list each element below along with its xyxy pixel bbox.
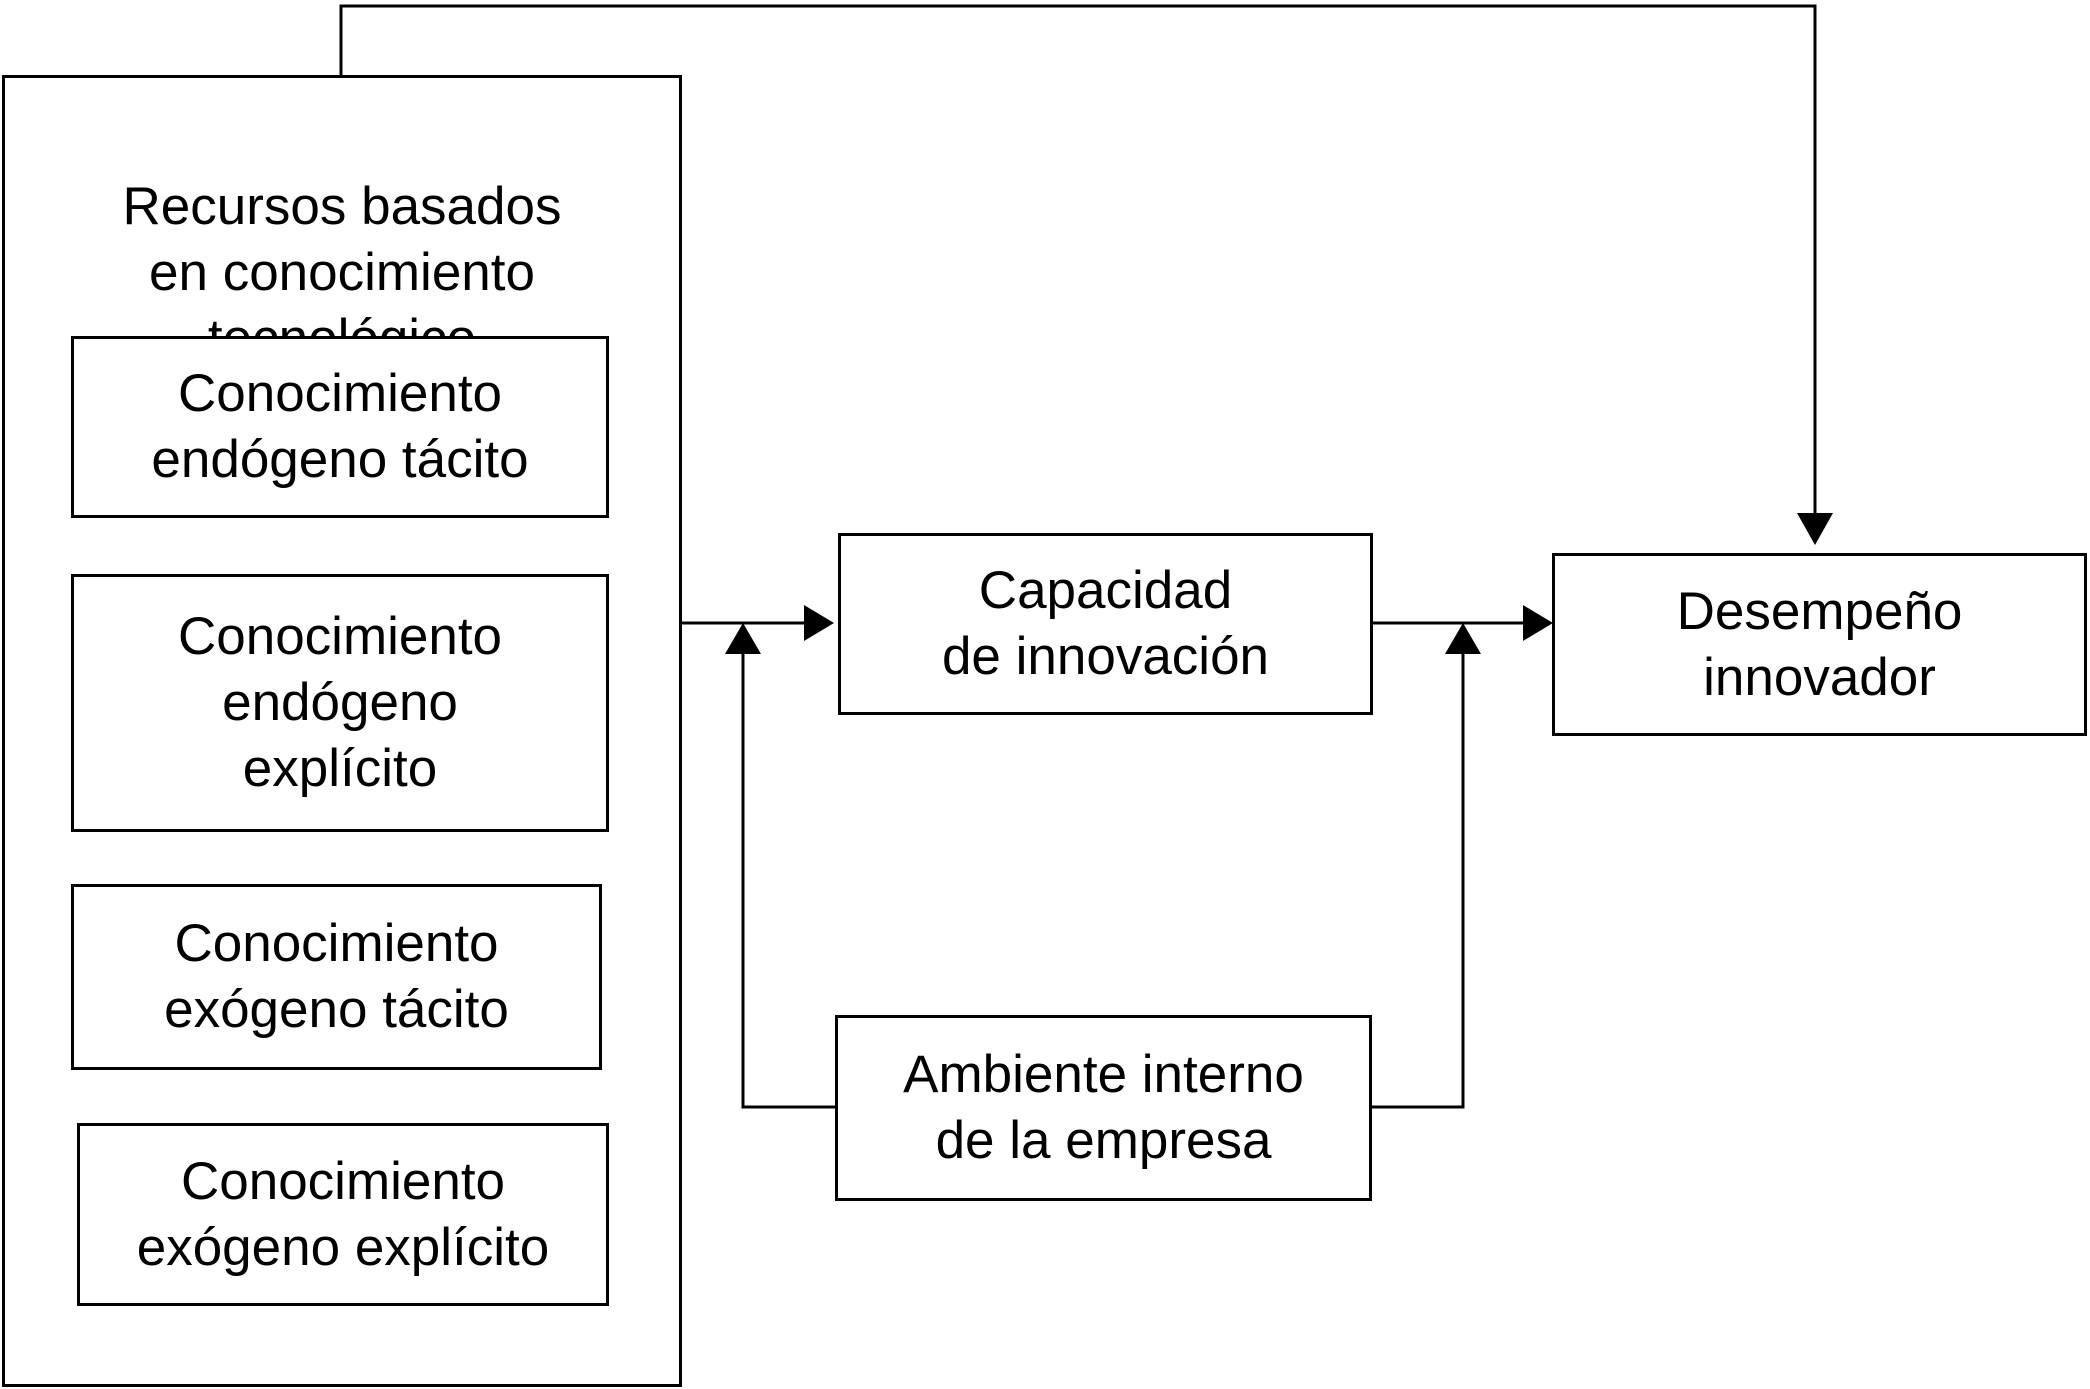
node-endogeno-explicito: Conocimiento endógeno explícito: [71, 574, 609, 832]
node-exogeno-explicito-label-line-2: exógeno explícito: [136, 1217, 550, 1277]
node-exogeno-tacito-label-line-2: exógeno tácito: [164, 980, 509, 1039]
node-endogeno-tacito-label: Conocimiento endógeno tácito: [74, 339, 606, 515]
node-recursos-label-line-2: en conocimiento: [149, 243, 535, 302]
node-exogeno-tacito-label: Conocimiento exógeno tácito: [74, 887, 599, 1067]
node-exogeno-tacito: Conocimiento exógeno tácito: [71, 884, 602, 1070]
node-ambiente-label-line-1: Ambiente interno: [903, 1045, 1304, 1104]
arrowhead-desempeno-top: [1797, 513, 1833, 545]
node-endogeno-explicito-label: Conocimiento endógeno explícito: [74, 577, 606, 829]
node-endogeno-tacito-label-line-2: endógeno tácito: [151, 430, 529, 489]
node-capacidad-label-line-1: Capacidad: [978, 561, 1233, 620]
edge-ambiente-to-capacidad: [741, 650, 836, 1109]
node-recursos-label-line-1: Recursos basados: [122, 177, 562, 236]
node-capacidad: Capacidad de innovación: [838, 533, 1373, 715]
arrowhead-ambiente-capacidad: [725, 623, 761, 654]
node-desempeno-label-line-1: Desempeño: [1676, 581, 1963, 641]
edge-recursos-to-desempeno: [339, 4, 1817, 520]
node-ambiente: Ambiente interno de la empresa: [835, 1015, 1372, 1201]
node-endogeno-tacito-label-line-1: Conocimiento: [177, 364, 503, 423]
arrowhead-capacidad-left: [804, 605, 834, 641]
edge-ambiente-to-desempeno: [1371, 650, 1465, 1109]
node-ambiente-label-line-2: de la empresa: [935, 1111, 1272, 1170]
node-ambiente-label: Ambiente interno de la empresa: [838, 1018, 1369, 1198]
node-desempeno-label-line-2: innovador: [1703, 647, 1936, 707]
arrowhead-desempeno-left: [1523, 605, 1553, 641]
node-endogeno-tacito: Conocimiento endógeno tácito: [71, 336, 609, 518]
node-endogeno-explicito-label-line-2: endógeno: [222, 673, 458, 732]
arrowhead-ambiente-desempeno: [1445, 623, 1481, 654]
node-exogeno-explicito-label-line-1: Conocimiento: [180, 1151, 506, 1211]
node-capacidad-label: Capacidad de innovación: [841, 536, 1370, 712]
node-endogeno-explicito-label-line-3: explícito: [242, 739, 438, 798]
node-capacidad-label-line-2: de innovación: [941, 627, 1270, 686]
node-endogeno-explicito-label-line-1: Conocimiento: [177, 607, 503, 666]
node-exogeno-tacito-label-line-1: Conocimiento: [174, 914, 499, 973]
